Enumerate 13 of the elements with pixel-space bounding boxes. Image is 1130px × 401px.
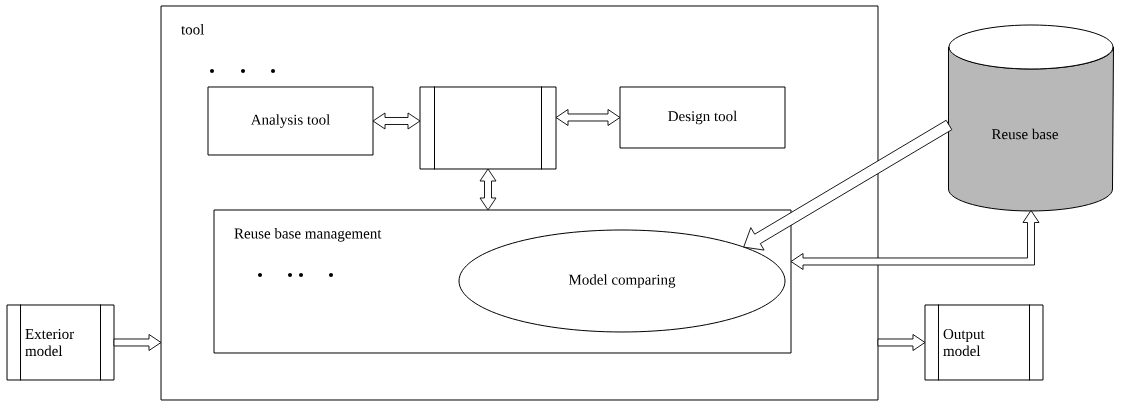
process-box: Analysis tool xyxy=(207,86,374,156)
arrow xyxy=(877,334,926,351)
arrow xyxy=(372,112,421,130)
process-box: Design tool xyxy=(619,86,786,149)
database-cylinder: Reuse base xyxy=(948,24,1114,212)
process-box xyxy=(419,86,557,170)
process-box: Output model xyxy=(924,304,1044,381)
arrow xyxy=(479,168,497,211)
arrow xyxy=(113,334,162,351)
arrow xyxy=(743,119,953,251)
arrow xyxy=(555,109,621,126)
process-box: Exterior model xyxy=(6,304,115,381)
arrow xyxy=(790,210,1040,270)
